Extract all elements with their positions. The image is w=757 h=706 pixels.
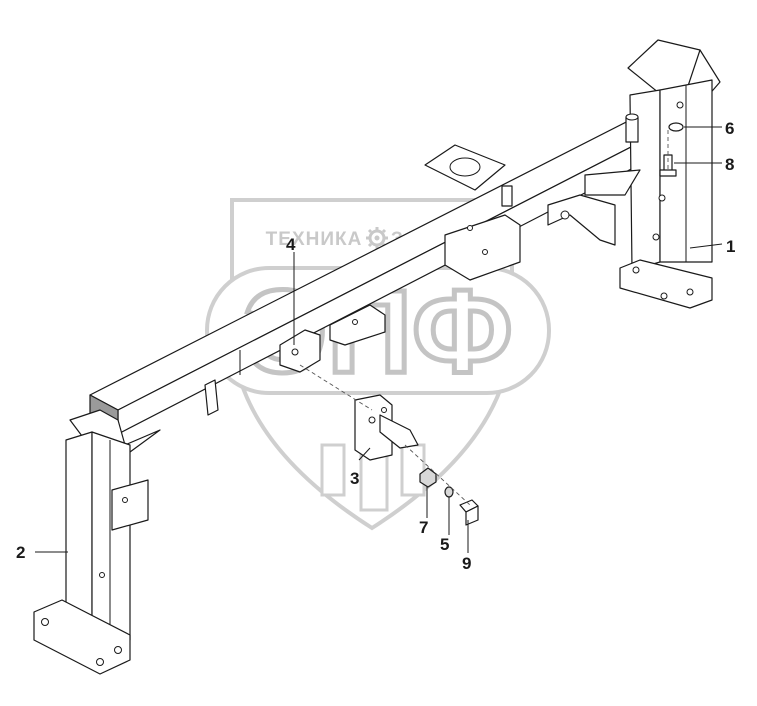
mounting-flange <box>424 144 506 191</box>
callout-labels: 1 2 3 4 5 6 7 8 9 <box>16 119 735 573</box>
callout-2: 2 <box>16 543 25 562</box>
beam-post <box>501 113 639 207</box>
callout-9: 9 <box>462 554 471 573</box>
callout-4: 4 <box>286 235 296 254</box>
washer-part-6 <box>668 122 684 132</box>
hardware <box>419 122 684 526</box>
callout-5: 5 <box>440 535 449 554</box>
lower-brackets <box>204 304 386 416</box>
left-leg-part-2 <box>33 409 161 675</box>
callout-7: 7 <box>419 518 428 537</box>
nut-part-7 <box>419 467 437 488</box>
bolt-part-8 <box>659 154 677 177</box>
right-bracket <box>547 169 641 246</box>
gear-icon <box>366 227 388 249</box>
leader-lines <box>35 126 723 553</box>
watermark-text-left: ТЕХНИКА <box>266 229 363 250</box>
center-bracket-part-4 <box>444 214 521 281</box>
detached-bracket-part-3 <box>354 394 419 461</box>
callout-8: 8 <box>725 155 734 174</box>
callout-3: 3 <box>350 469 359 488</box>
callout-1: 1 <box>726 237 735 256</box>
callout-6: 6 <box>725 119 734 138</box>
bolt-part-9 <box>459 499 479 526</box>
assembly-lines <box>299 130 669 506</box>
